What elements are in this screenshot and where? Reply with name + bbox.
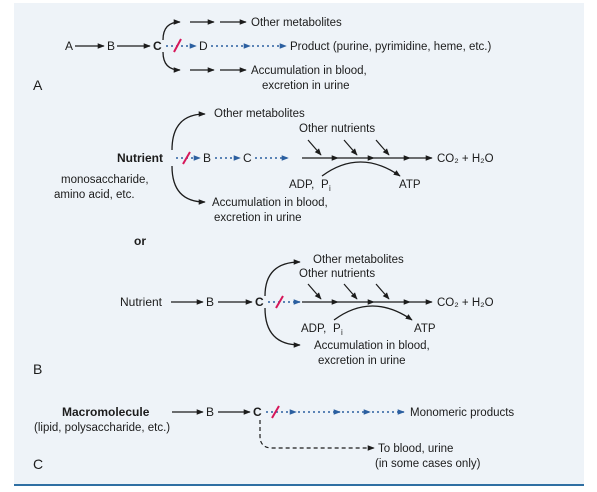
b-bot-node-b: B [206,295,214,309]
block-mark-a [173,38,182,53]
diagram-background [14,3,584,486]
c-macro-desc: (lipid, polysaccharide, etc.) [34,422,170,434]
b-top-other-nutrients: Other nutrients [299,123,375,135]
branch-down [162,51,181,73]
b-top-pi: P [321,179,329,191]
b-bot-nutrient: Nutrient [120,295,163,309]
b-bot-node-c: C [255,295,264,309]
b-bot-branch-down [264,307,301,348]
panel-a-product: Product (purine, pyrimidine, heme, etc.) [290,41,492,53]
b-bot-pi: P [333,323,341,335]
b-top-pi-sub: i [329,184,331,193]
panel-a-node-a: A [65,39,73,53]
panel-a-node-b: B [107,39,115,53]
panel-a-accum-2: excretion in urine [262,80,350,92]
b-bot-nutrient-in-2 [343,283,358,300]
panel-a-node-d: D [199,39,208,53]
b-top-accum-2: excretion in urine [214,212,302,224]
b-top-nutrient: Nutrient [117,151,163,165]
panel-a-node-c: C [153,39,162,53]
panel-a-accum-1: Accumulation in blood, [251,65,367,77]
c-block-mark [271,405,280,419]
b-bot-accum-1: Accumulation in blood, [314,340,430,352]
c-some-cases: (in some cases only) [375,458,481,470]
b-bot-other-metabolites: Other metabolites [313,254,404,266]
b-bot-adp-atp-arc [333,305,413,321]
b-top-block-mark [182,151,191,165]
panel-b-bottom: Other metabolites Other nutrients Nutrie… [33,254,494,377]
b-bot-block-mark [275,295,284,309]
frame-bottom-border [14,484,584,486]
b-top-nutrient-in-2 [343,139,358,156]
c-dashed-branch [259,420,375,451]
b-top-nutrient-in-1 [307,139,322,156]
or-separator: or [134,234,146,248]
b-top-accum-1: Accumulation in blood, [212,197,328,209]
b-bot-adp: ADP, [301,323,326,335]
b-top-adp-atp-arc [321,161,401,177]
b-top-adp: ADP, [289,179,314,191]
c-macromolecule: Macromolecule [62,405,150,419]
b-bot-co2: CO₂ + H₂O [437,297,494,309]
panel-a-label: A [33,77,43,93]
b-top-nutrient-in-3 [375,139,390,156]
panel-b-top: Other metabolites Other nutrients Nutrie… [54,108,494,224]
b-top-node-b: B [203,151,211,165]
c-monomeric: Monomeric products [410,407,514,419]
branch-up [162,19,181,41]
b-bot-nutrient-in-3 [375,283,390,300]
b-top-node-c: C [243,151,252,165]
b-bot-pi-sub: i [341,328,343,337]
b-bot-accum-2: excretion in urine [318,355,406,367]
b-top-branch-up [171,111,206,151]
b-top-other-metabolites: Other metabolites [214,108,305,120]
c-node-c: C [253,405,262,419]
b-top-nutrient-desc-1: monosaccharide, [61,174,149,186]
b-bot-branch-up [264,259,301,297]
panel-b-label: B [33,361,42,377]
b-top-atp: ATP [399,179,421,191]
panel-c: Macromolecule (lipid, polysaccharide, et… [33,405,514,472]
panel-a: A B C Other metabolites Accumulation in … [33,17,492,93]
panel-c-label: C [33,456,43,472]
b-bot-atp: ATP [414,323,436,335]
c-node-b: B [206,405,214,419]
panel-a-other-metabolites: Other metabolites [251,17,342,29]
b-top-branch-down [171,165,206,205]
b-top-co2: CO₂ + H₂O [437,153,494,165]
b-bot-nutrient-in-1 [307,283,322,300]
c-to-blood: To blood, urine [378,443,453,455]
b-bot-other-nutrients: Other nutrients [299,268,375,280]
b-top-nutrient-desc-2: amino acid, etc. [54,189,135,201]
